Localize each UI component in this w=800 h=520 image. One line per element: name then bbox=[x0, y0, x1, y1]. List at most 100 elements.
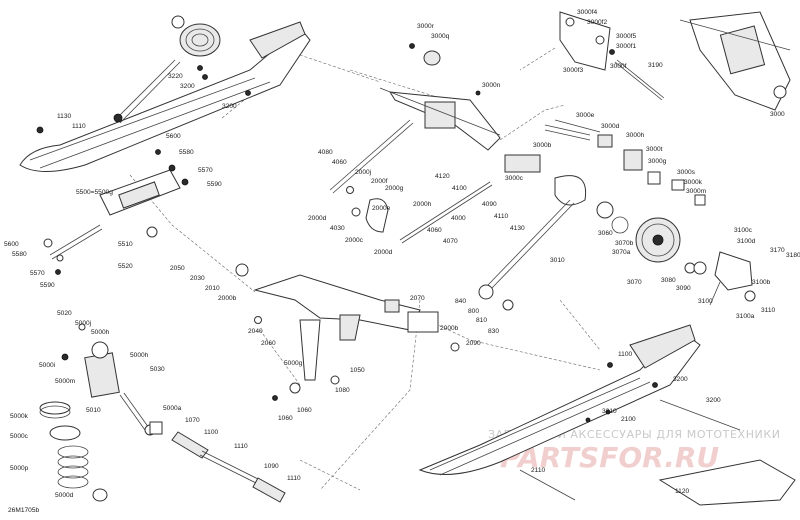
callout-label: 5580 bbox=[179, 149, 194, 156]
callout-label: 5600 bbox=[4, 241, 19, 248]
callout-label: 3090 bbox=[676, 285, 691, 292]
callout-label: 3010 bbox=[550, 257, 565, 264]
rear-shock-springs bbox=[39, 401, 108, 502]
callout-label: 3100a bbox=[736, 313, 755, 320]
callout-label: 5000k bbox=[10, 413, 29, 420]
callout-label: 5030 bbox=[150, 366, 165, 373]
callout-label: 3100d bbox=[737, 238, 756, 245]
callout-label: 5000g bbox=[284, 360, 303, 367]
callout-label: 2000e bbox=[372, 205, 391, 212]
callout-label: 2010 bbox=[205, 285, 220, 292]
rear-shock-absorber bbox=[61, 323, 156, 436]
callout-label: 3180 bbox=[786, 252, 800, 259]
callout-label: 2000j bbox=[355, 169, 372, 176]
callout-label: 800 bbox=[468, 308, 479, 315]
callout-label: 2000b bbox=[440, 325, 459, 332]
callout-label: 2090 bbox=[466, 340, 481, 347]
callout-label: 1110 bbox=[234, 443, 248, 450]
callout-label: 3070b bbox=[615, 240, 634, 247]
callout-label: 3000f bbox=[610, 63, 627, 70]
callout-label: 2100 bbox=[621, 416, 636, 423]
callout-label: 1110 bbox=[72, 123, 86, 130]
callout-label: 5520 bbox=[118, 263, 133, 270]
callout-label: 3000f2 bbox=[587, 19, 608, 26]
callout-label: 5000a bbox=[163, 405, 182, 412]
callout-label: 1060 bbox=[278, 415, 293, 422]
callout-label: 5590 bbox=[40, 282, 55, 289]
callout-label: 5020 bbox=[57, 310, 72, 317]
callout-label: 1050 bbox=[350, 367, 365, 374]
callout-label: 5600 bbox=[166, 133, 181, 140]
callout-label: 5000d bbox=[55, 492, 74, 499]
callout-label: 5000c bbox=[10, 433, 29, 440]
callout-label: 1070 bbox=[185, 417, 200, 424]
callout-label: 2000b bbox=[218, 295, 237, 302]
callout-label: 3200 bbox=[673, 376, 688, 383]
callout-label: 3070a bbox=[612, 249, 631, 256]
callout-label: 3000f4 bbox=[577, 9, 598, 16]
callout-label: 3000f1 bbox=[616, 43, 637, 50]
callout-label: 4100 bbox=[452, 185, 467, 192]
watermark-line2: PARTSFOR.RU bbox=[500, 441, 719, 474]
callout-label: 1100 bbox=[618, 351, 633, 358]
callout-label: 5000i bbox=[39, 362, 56, 369]
callout-label: 3210 bbox=[602, 408, 617, 415]
callout-label: 5000j bbox=[75, 320, 92, 327]
callout-label: 3100b bbox=[752, 279, 771, 286]
callout-label: 3000q bbox=[431, 33, 450, 40]
callout-label: 3000g bbox=[648, 158, 667, 165]
callout-label: 5000h bbox=[130, 352, 149, 359]
front-left-rail bbox=[19, 21, 311, 172]
callout-label: 3110 bbox=[761, 307, 776, 314]
callout-label: 5590 bbox=[207, 181, 222, 188]
front-arm-axle-assembly bbox=[329, 43, 501, 194]
callout-label: 2000c bbox=[345, 237, 364, 244]
callout-label: 1100 bbox=[204, 429, 219, 436]
callout-label: 840 bbox=[455, 298, 466, 305]
callout-label: 3170 bbox=[770, 247, 785, 254]
callout-label: 5000m bbox=[55, 378, 76, 385]
callout-label: 830 bbox=[488, 328, 499, 335]
callout-label: 2110 bbox=[531, 467, 546, 474]
callout-label: 3220 bbox=[168, 73, 183, 80]
callout-label: 3000n bbox=[482, 82, 501, 89]
callout-label: 3060 bbox=[598, 230, 613, 237]
callout-label: 3080 bbox=[661, 277, 676, 284]
callout-label: 4060 bbox=[332, 159, 347, 166]
callout-label: 810 bbox=[476, 317, 487, 324]
callout-label: 3100 bbox=[698, 298, 713, 305]
rear-arm-assembly bbox=[679, 11, 791, 111]
callout-label: 2050 bbox=[170, 265, 185, 272]
diagram-id: 26M1705b bbox=[8, 507, 39, 514]
callout-label: 4030 bbox=[330, 225, 345, 232]
callout-label: 3000s bbox=[677, 169, 696, 176]
callout-label: 2000d bbox=[374, 249, 393, 256]
callout-label: 3000 bbox=[770, 111, 785, 118]
callout-label: 5000h bbox=[91, 329, 110, 336]
callout-label: 4130 bbox=[510, 225, 525, 232]
callout-label: 3000k bbox=[684, 179, 703, 186]
rear-right-rail bbox=[418, 324, 796, 506]
callout-label: 5010 bbox=[86, 407, 101, 414]
callout-label: 1120 bbox=[675, 488, 690, 495]
callout-label: 3000h bbox=[626, 132, 645, 139]
callout-label: 2000g bbox=[385, 185, 404, 192]
callout-label: 5570 bbox=[30, 270, 45, 277]
callout-label: 4000 bbox=[451, 215, 466, 222]
lower-swing-arm bbox=[235, 263, 514, 381]
callout-labels: 3220320032001130111056005580557055905500… bbox=[4, 9, 800, 499]
callout-label: 3000d bbox=[601, 123, 620, 130]
callout-label: 1080 bbox=[335, 387, 350, 394]
callout-label: 3000c bbox=[505, 175, 524, 182]
callout-label: 3000t bbox=[646, 146, 663, 153]
callout-label: 1090 bbox=[264, 463, 279, 470]
callout-label: 4110 bbox=[494, 213, 509, 220]
front-arm-spring-assembly bbox=[36, 15, 251, 134]
callout-label: 2070 bbox=[410, 295, 425, 302]
rear-idler-wheel-assembly bbox=[596, 201, 756, 306]
callout-label: 5500=5500g bbox=[76, 189, 113, 196]
callout-label: 2060 bbox=[261, 340, 276, 347]
callout-label: 4080 bbox=[318, 149, 333, 156]
callout-label: 3200 bbox=[706, 397, 721, 404]
